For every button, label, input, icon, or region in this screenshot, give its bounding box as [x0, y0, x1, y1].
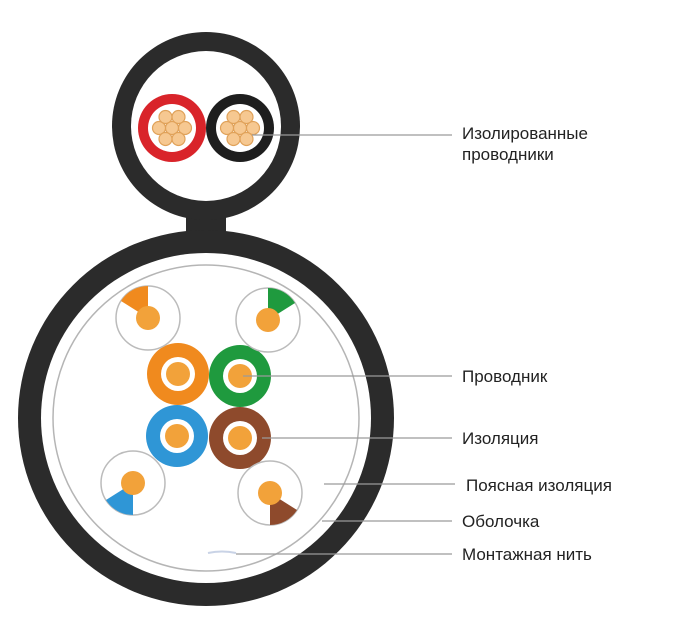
- label-sheath: Оболочка: [462, 512, 540, 531]
- insulated-conductor-red: [138, 94, 206, 162]
- label-belt-insulation: Поясная изоляция: [466, 476, 612, 495]
- data-cable: [18, 230, 394, 606]
- labels: Изолированные проводники Проводник Изоля…: [462, 124, 612, 564]
- conductor-white-blue: [100, 450, 166, 516]
- label-mounting-thread: Монтажная нить: [462, 545, 592, 564]
- conductor-orange: [147, 343, 209, 405]
- conductor-white-green: [235, 287, 301, 353]
- label-conductor: Проводник: [462, 367, 548, 386]
- belt-insulation-ring: [52, 264, 360, 572]
- mounting-thread-mark: [207, 550, 237, 554]
- leader-lines: [236, 134, 455, 555]
- conductor-blue: [146, 405, 208, 467]
- conductor-green: [209, 345, 271, 407]
- label-insulation: Изоляция: [462, 429, 538, 448]
- conductor-white-brown: [237, 460, 303, 526]
- sheath-inner-area: [41, 253, 371, 583]
- insulated-conductor-black: [206, 94, 274, 162]
- upper-sheath-inner: [131, 51, 281, 201]
- black-strands: [219, 109, 261, 147]
- conductor-brown: [209, 407, 271, 469]
- label-insulated-conductors-line1: Изолированные: [462, 124, 588, 143]
- conductor-white-orange: [115, 285, 181, 351]
- power-sheath: [112, 32, 300, 248]
- label-insulated-conductors-line2: проводники: [462, 145, 554, 164]
- red-strands: [151, 109, 193, 147]
